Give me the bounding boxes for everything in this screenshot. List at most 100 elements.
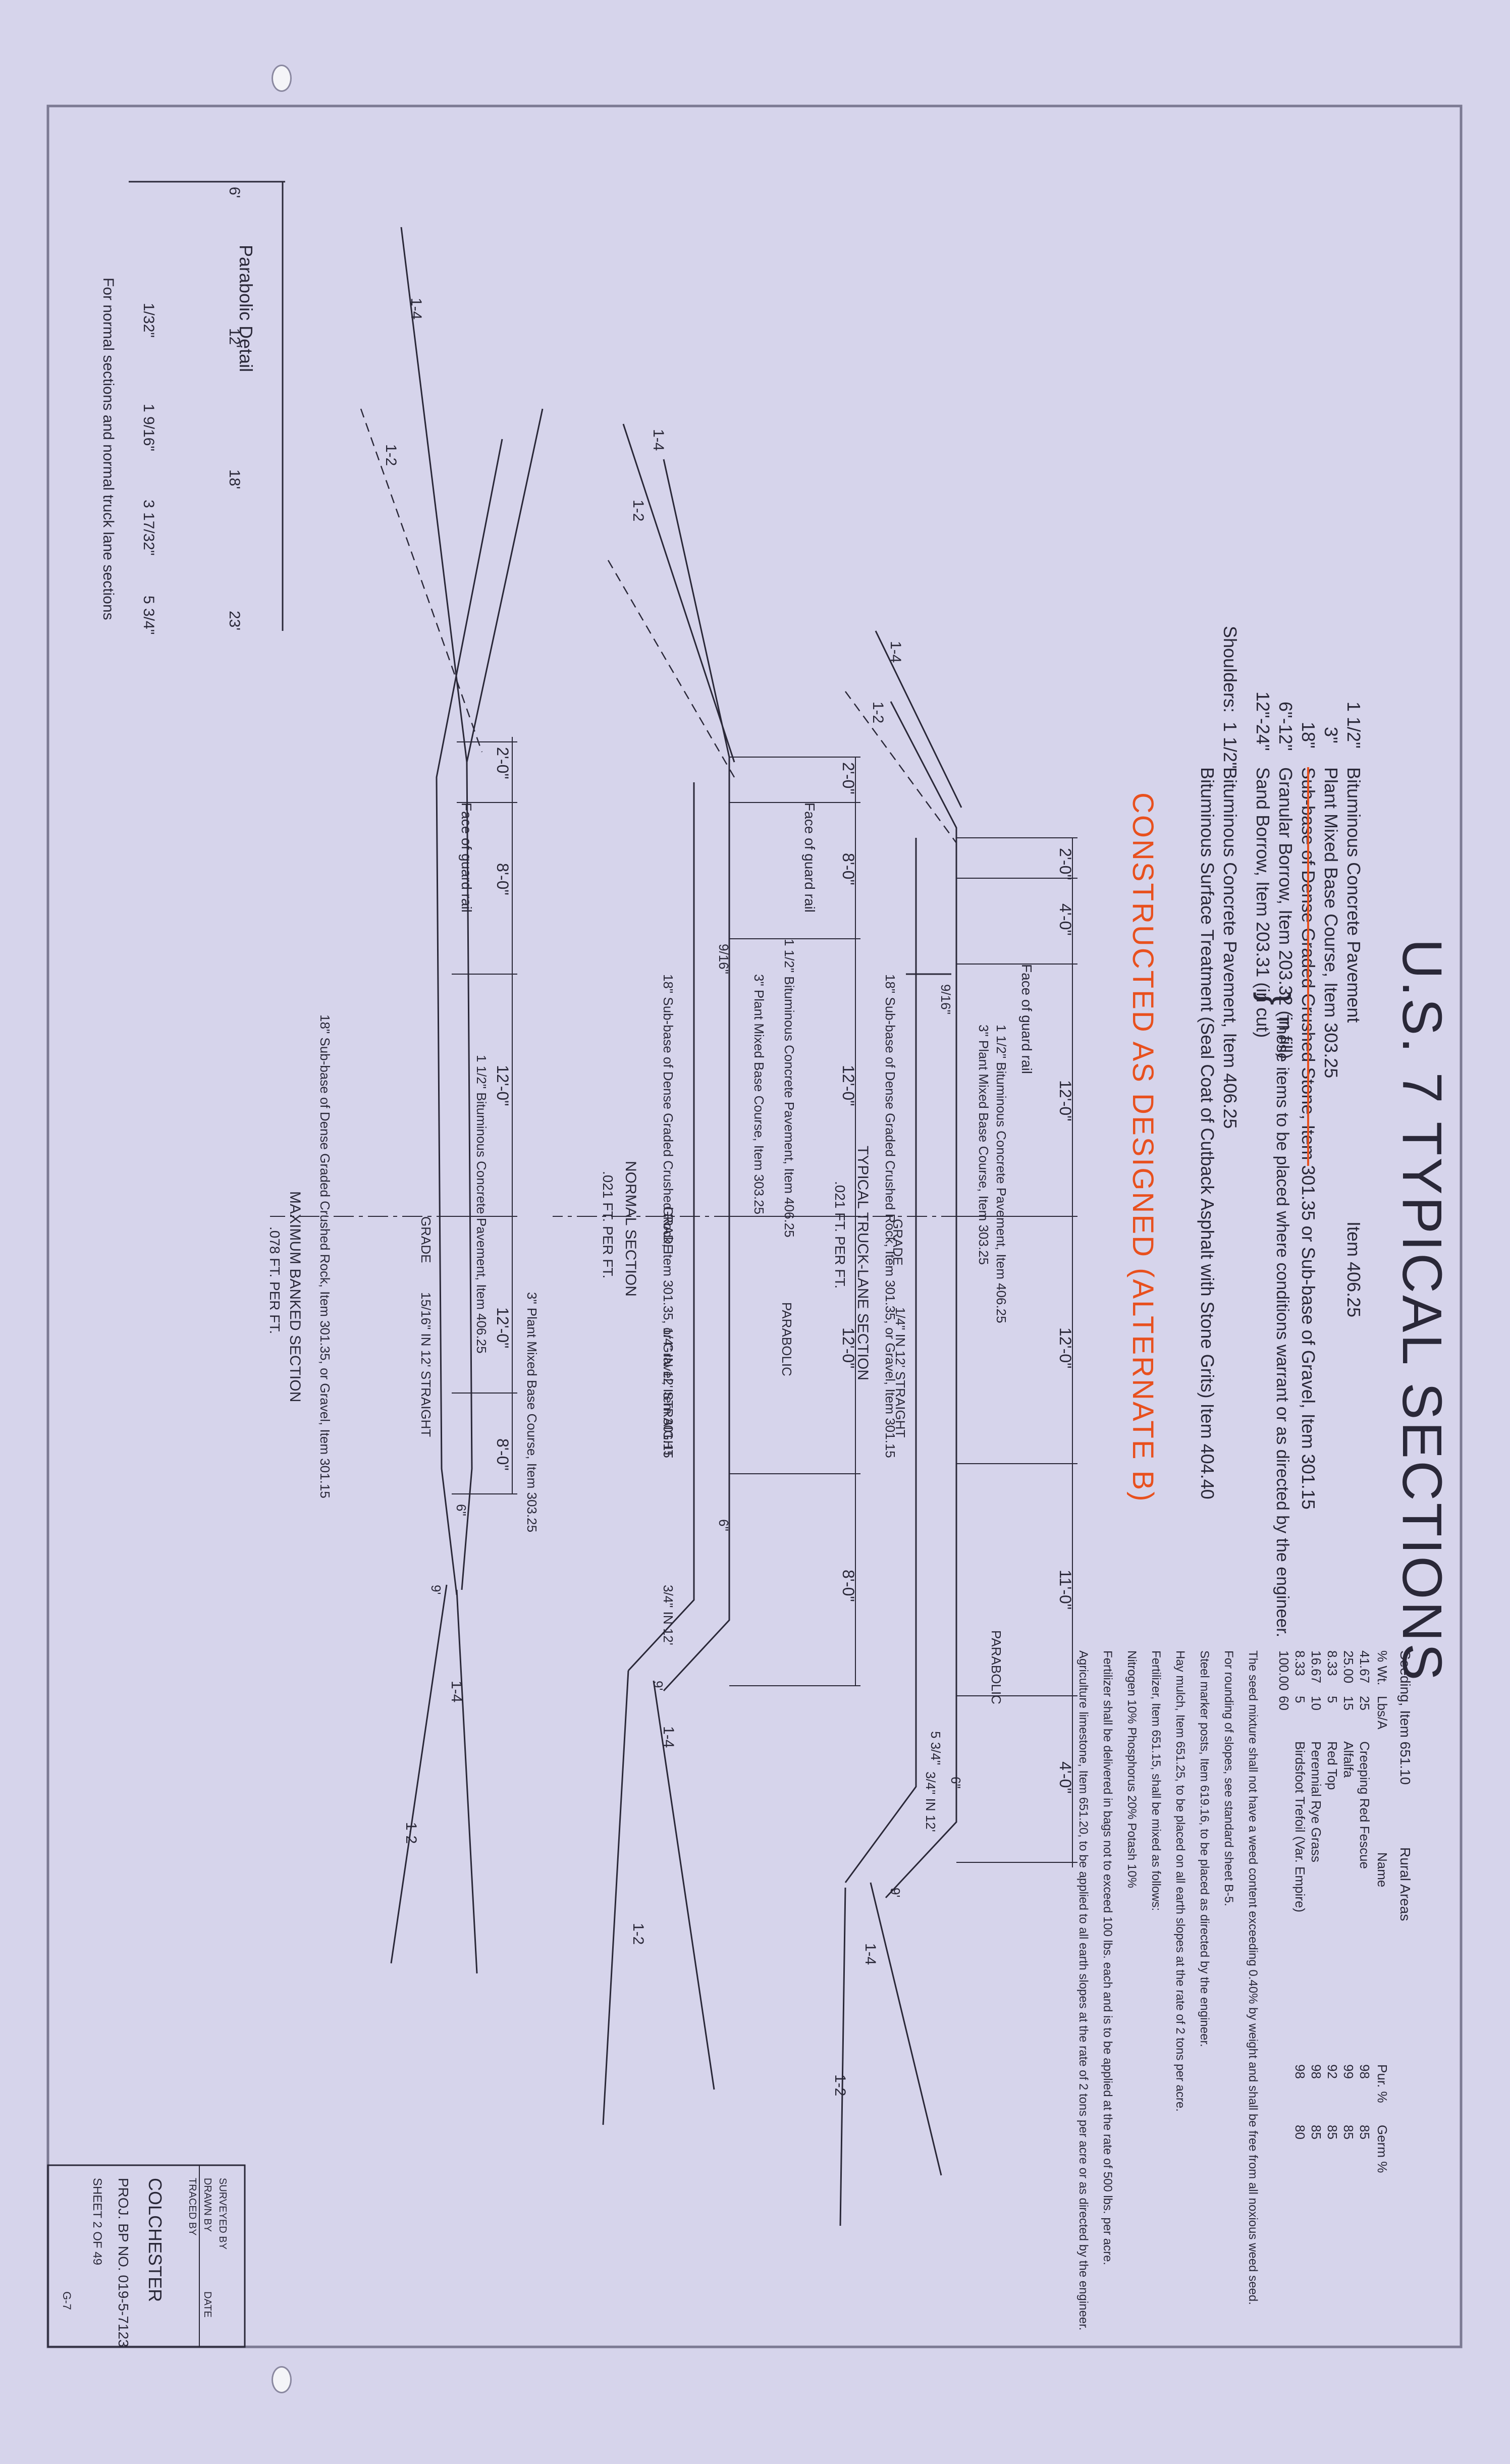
banked-label-4: 15/16" IN 12' STRAIGHT (418, 1292, 434, 1437)
parabolic-dist-3: 23' (226, 611, 243, 630)
seeding-note: Steel marker posts, Item 619.16, to be p… (1198, 1650, 1211, 2047)
normal-dim-0: 2'-0" (839, 762, 857, 794)
banked-section: 2'-0" 8'-0" 12'-0" 12'-0" 8'-0" Face of … (267, 227, 544, 1974)
normal-dim-2: 12'-0" (839, 1065, 857, 1106)
banked-dim-4: 8'-0" (494, 1438, 512, 1471)
shoulders-thk: 1 1/2" (1220, 722, 1241, 769)
normal-label-0: 1 1/2" Bituminous Concrete Pavement, Ite… (782, 939, 797, 1238)
pavement-notes: 1 1/2" Bituminous Concrete Pavement Item… (1197, 626, 1364, 1637)
seeding-cell: Creeping Red Fescue (1357, 1741, 1372, 1869)
banked-label-3: GRADE (418, 1216, 434, 1263)
normal-label-8: 6" (716, 1519, 731, 1531)
truck-slope-a: 1-4 (887, 641, 904, 663)
banked-crown: .078 FT. PER FT. (267, 1226, 283, 1334)
truck-label-10: 9' (888, 1888, 903, 1897)
truck-dim-5: 4'-0" (1056, 1761, 1074, 1794)
banked-dim-2: 12'-0" (494, 1065, 512, 1106)
truck-label-7: 9/16" (938, 984, 953, 1014)
seeding-col-3: Pur. % (1375, 2064, 1390, 2103)
brace: } (1253, 992, 1298, 1005)
normal-label-5: 1/4" IN 12' STRAIGHT (661, 1327, 676, 1458)
seeding-cell: 25 (1357, 1696, 1372, 1710)
truck-label-3: GRADE (890, 1219, 905, 1265)
normal-slope-c: 1-4 (660, 1726, 677, 1748)
seeding-col-1: Lbs/A (1375, 1696, 1390, 1730)
seeding-col-4: Germ % (1375, 2125, 1390, 2173)
parabolic-detail: Parabolic Detail 6' 12' 18' 23' 1/32" 1 … (100, 181, 285, 634)
seeding-cell: 99 (1341, 2064, 1356, 2079)
title-block: SURVEYED BY DRAWN BY TRACED BY DATE COLC… (47, 2164, 246, 2348)
truck-guard-rail: Face of guard rail (1019, 964, 1035, 1074)
seeding-cell: Red Top (1325, 1741, 1340, 1790)
normal-dim-1: 8'-0" (839, 853, 857, 885)
tb-date: DATE (202, 2291, 213, 2318)
truck-label-0: 1 1/2" Bituminous Concrete Pavement, Ite… (994, 1025, 1009, 1323)
normal-section: 2'-0" 8'-0" 12'-0" 12'-0" 8'-0" Face of … (553, 423, 860, 2125)
note-thk-0: 1 1/2" (1343, 702, 1364, 748)
normal-title: NORMAL SECTION (622, 1161, 639, 1297)
seeding-cell: 8.33 (1292, 1650, 1308, 1676)
note-thk-4: 12"-24" (1253, 691, 1273, 751)
seeding-cell: 98 (1357, 2064, 1372, 2079)
banked-label-0: 1 1/2" Bituminous Concrete Pavement, Ite… (474, 1055, 489, 1354)
seeding-cell: Birdsfoot Trefoil (Var. Empire) (1292, 1741, 1308, 1912)
normal-label-7: 9/16" (716, 944, 731, 974)
seeding-cell: Perennial Rye Grass (1309, 1741, 1324, 1862)
truck-dim-2: 12'-0" (1056, 1080, 1074, 1121)
tb-drawn: DRAWN BY (202, 2178, 213, 2232)
sheet-border (46, 104, 1463, 2348)
truck-slope-d: 1-2 (832, 2074, 848, 2096)
truck-label-1: 3" Plant Mixed Base Course, Item 303.25 (976, 1025, 991, 1265)
banked-label-2: 18" Sub-base of Dense Graded Crushed Roc… (317, 1014, 333, 1498)
seeding-col-2: Name (1375, 1852, 1390, 1887)
seeding-cell: 10 (1309, 1696, 1324, 1710)
truck-label-4: 1/4" IN 12' STRAIGHT (893, 1307, 908, 1437)
seeding-cell: 41.67 (1357, 1650, 1372, 1683)
tb-surveyed: SURVEYED BY (217, 2178, 228, 2249)
note-thk-2: 18" (1298, 722, 1319, 748)
seeding-cell: 85 (1325, 2125, 1340, 2139)
seeding-cell: 98 (1309, 2064, 1324, 2079)
truck-label-2: 18" Sub-base of Dense Graded Crushed Roc… (883, 974, 898, 1458)
seeding-note: Hay mulch, Item 651.25, to be placed on … (1173, 1650, 1187, 2112)
shoulders-label: Shoulders: (1220, 626, 1241, 713)
tb-ref: G-7 (61, 2291, 73, 2310)
seeding-rural: Rural Areas (1397, 1847, 1413, 1921)
punch-hole (272, 2366, 292, 2393)
seeding-cell: 60 (1276, 1696, 1291, 1710)
banked-slope-b: 1-2 (383, 444, 399, 466)
tb-town: COLCHESTER (145, 2178, 166, 2302)
banked-label-5: 6" (454, 1504, 469, 1516)
seeding-cell: 85 (1341, 2125, 1356, 2139)
parabolic-off-1: 1 9/16" (140, 404, 157, 451)
sheet-title: U.S. 7 TYPICAL SECTIONS (1391, 939, 1453, 1683)
truck-slope-c: 1-4 (862, 1943, 879, 1965)
normal-guard-rail: Face of guard rail (802, 802, 818, 913)
truck-dim-1: 4'-0" (1056, 903, 1074, 936)
seeding-note: Nitrogen 10% Phosphorus 20% Potash 10% (1125, 1650, 1139, 1888)
parabolic-off-0: 1/32" (140, 303, 157, 338)
banked-title: MAXIMUM BANKED SECTION (287, 1191, 303, 1402)
parabolic-detail-title: Parabolic Detail (236, 245, 256, 372)
truck-title: TYPICAL TRUCK-LANE SECTION (854, 1146, 871, 1380)
banked-label-6: 9' (428, 1585, 444, 1594)
note-text-1: Plant Mixed Base Course, Item 303.25 (1321, 767, 1341, 1078)
note-text-4: Sand Borrow, Item 203.31 (in cut) (1253, 767, 1273, 1038)
seeding-notes: Seeding, Item 651.10 Rural Areas % Wt. L… (1076, 1650, 1413, 2330)
banked-dim-3: 12'-0" (494, 1307, 512, 1349)
seeding-note: Fertilizer shall be delivered in bags no… (1101, 1650, 1114, 2265)
seeding-cell: Alfalfa (1341, 1741, 1356, 1778)
normal-slope-a: 1-4 (650, 429, 667, 451)
parabolic-dist-0: 6' (226, 187, 243, 198)
parabolic-dist-2: 18' (226, 469, 243, 489)
parabolic-note: For normal sections and normal truck lan… (100, 278, 117, 620)
truck-lane-section: 2'-0" 4'-0" 12'-0" 12'-0" 11'-0" 4'-0" F… (760, 630, 1077, 2226)
tb-traced: TRACED BY (187, 2178, 198, 2235)
banked-dim-0: 2'-0" (494, 747, 512, 779)
seeding-cell: 16.67 (1309, 1650, 1324, 1683)
constructed-stamp: CONSTRUCTED AS DESIGNED (ALTERNATE B) (1126, 792, 1159, 1503)
parabolic-off-2: 3 17/32" (140, 500, 157, 556)
truck-label-9: 5 3/4" (928, 1731, 943, 1765)
seeding-cell: 98 (1292, 2064, 1308, 2079)
seeding-cell: 85 (1309, 2125, 1324, 2139)
